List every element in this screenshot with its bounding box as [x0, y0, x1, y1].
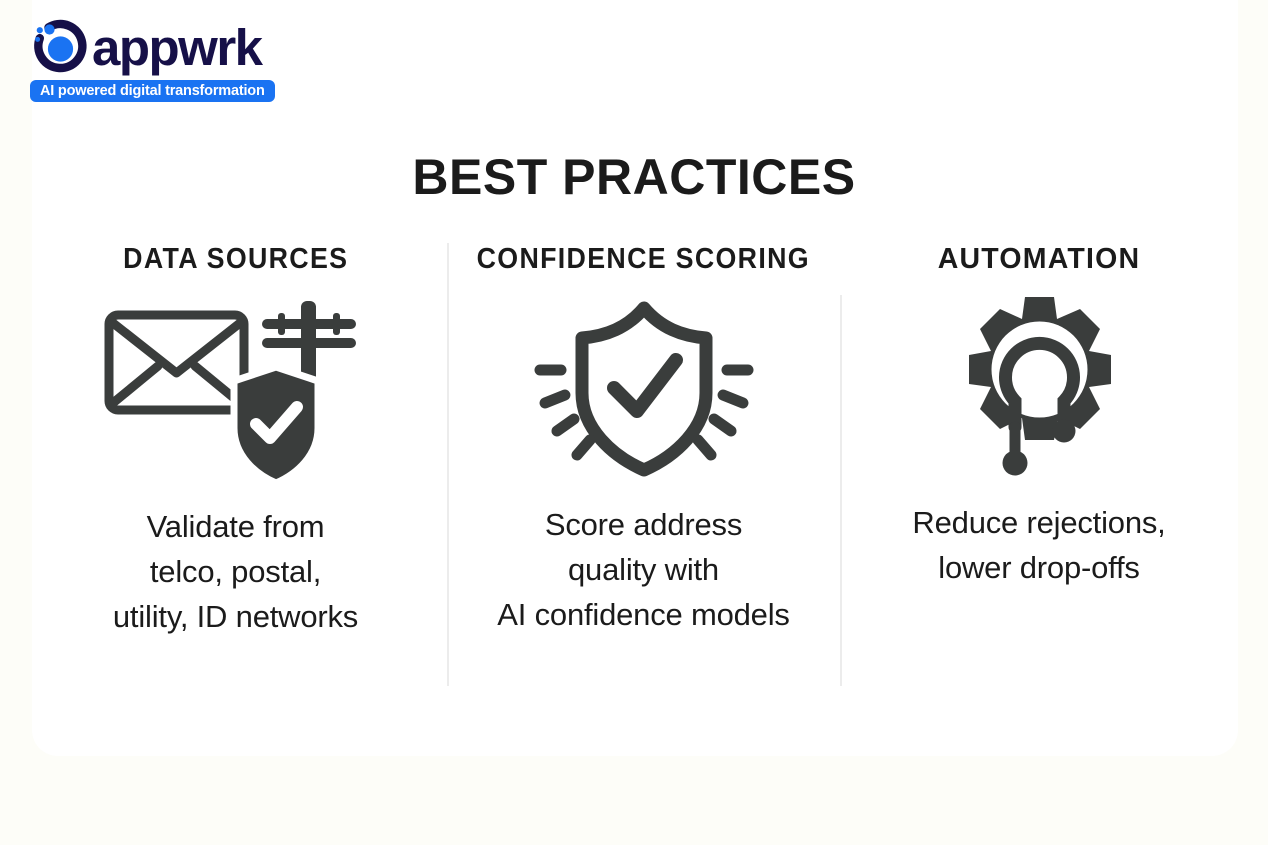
brand-wordmark: appwrk	[92, 18, 263, 76]
brand-logo[interactable]: appwrk AI powered digital transformation	[30, 18, 320, 104]
description-line: utility, ID networks	[112, 599, 359, 634]
description-line: Reduce rejections,	[912, 505, 1166, 540]
description-line: telco, postal,	[149, 554, 322, 589]
column-divider-1	[447, 243, 449, 686]
column-data-sources: DATA SOURCES	[32, 243, 447, 693]
column-confidence-scoring: CONFIDENCE SCORING	[447, 243, 840, 693]
logo-row: appwrk	[30, 18, 320, 76]
column-description: Score address quality with AI confidence…	[497, 502, 790, 637]
envelope-shield-utility-pole-icon	[86, 285, 386, 500]
description-line: AI confidence models	[497, 597, 790, 632]
description-line: quality with	[568, 552, 719, 587]
gear-lightbulb-circuit-icon	[947, 281, 1132, 496]
shield-check-rays-icon	[524, 283, 764, 498]
description-line: Score address	[544, 507, 743, 542]
column-divider-2	[840, 295, 842, 686]
column-description: Reduce rejections, lower drop-offs	[912, 500, 1165, 590]
column-automation: AUTOMATION Reduce rejections, lower drop…	[840, 243, 1238, 693]
column-heading: DATA SOURCES	[122, 243, 349, 275]
brand-tagline-badge: AI powered digital transformation	[30, 80, 275, 102]
page-title: BEST PRACTICES	[412, 149, 856, 205]
description-line: Validate from	[146, 509, 325, 544]
description-line: lower drop-offs	[938, 550, 1140, 585]
columns-container: DATA SOURCES	[32, 243, 1238, 693]
appwrk-orbit-icon	[30, 18, 88, 76]
column-heading: CONFIDENCE SCORING	[476, 243, 811, 275]
column-description: Validate from telco, postal, utility, ID…	[113, 504, 358, 639]
column-heading: AUTOMATION	[937, 243, 1141, 275]
brand-tagline-text: AI powered digital transformation	[40, 83, 265, 99]
